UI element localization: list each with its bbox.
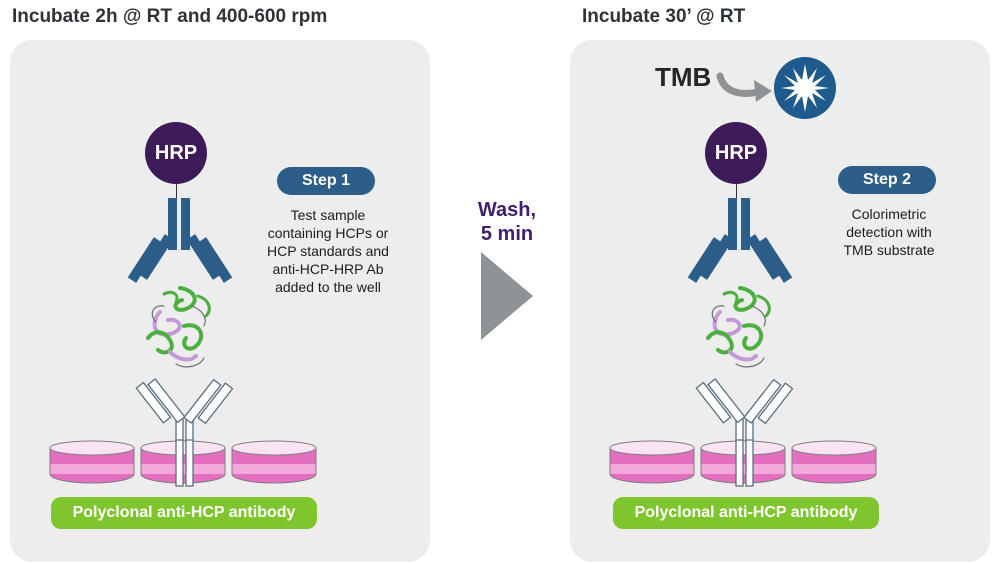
capture-antibody-label-left: Polyclonal anti-HCP antibody: [51, 497, 317, 529]
process-arrow-icon: [481, 252, 533, 340]
hcp-protein-icon-left: [146, 286, 211, 368]
step-2-line-2: detection with: [846, 224, 932, 240]
step-1-line-3: HCP standards and: [267, 243, 389, 259]
wash-label: Wash, 5 min: [452, 198, 562, 246]
tmb-label: TMB: [655, 62, 712, 92]
hcp-protein-icon-right: [706, 286, 771, 368]
step-2-line-3: TMB substrate: [843, 242, 935, 258]
step-1-line-2: containing HCPs or: [267, 225, 389, 241]
step-1-line-4: anti-HCP-HRP Ab: [272, 261, 384, 277]
well-right-1: [609, 440, 695, 484]
step-2-badge: Step 2: [838, 166, 936, 194]
microplate-wells-left: [49, 439, 317, 487]
detection-antibody-icon-left: [127, 198, 233, 283]
detection-antibody-icon-right: [687, 198, 793, 283]
hrp-linker-left: [176, 184, 177, 198]
right-heading: Incubate 30’ @ RT: [582, 6, 746, 27]
wash-line-2: 5 min: [480, 223, 534, 245]
step-2-line-1: Colorimetric: [851, 206, 927, 222]
step-1-badge: Step 1: [277, 167, 375, 195]
step-1-description: Test sample containing HCPs or HCP stand…: [253, 206, 403, 296]
hrp-linker-right: [736, 184, 737, 198]
well-left-1: [49, 440, 135, 484]
microplate-wells-right: [609, 439, 877, 487]
hrp-enzyme-right: HRP: [705, 122, 767, 184]
left-heading: Incubate 2h @ RT and 400-600 rpm: [12, 6, 328, 27]
step-2-description: Colorimetric detection with TMB substrat…: [814, 205, 964, 259]
well-left-3: [231, 440, 317, 484]
well-right-3: [791, 440, 877, 484]
step-1-line-5: added to the well: [275, 279, 381, 295]
wash-line-1: Wash,: [477, 199, 537, 221]
curved-arrow-icon: [716, 72, 772, 102]
tmb-signal-burst-icon: [774, 57, 836, 119]
capture-antibody-label-right: Polyclonal anti-HCP antibody: [613, 497, 879, 529]
step-1-line-1: Test sample: [290, 207, 366, 223]
hrp-enzyme-left: HRP: [145, 122, 207, 184]
